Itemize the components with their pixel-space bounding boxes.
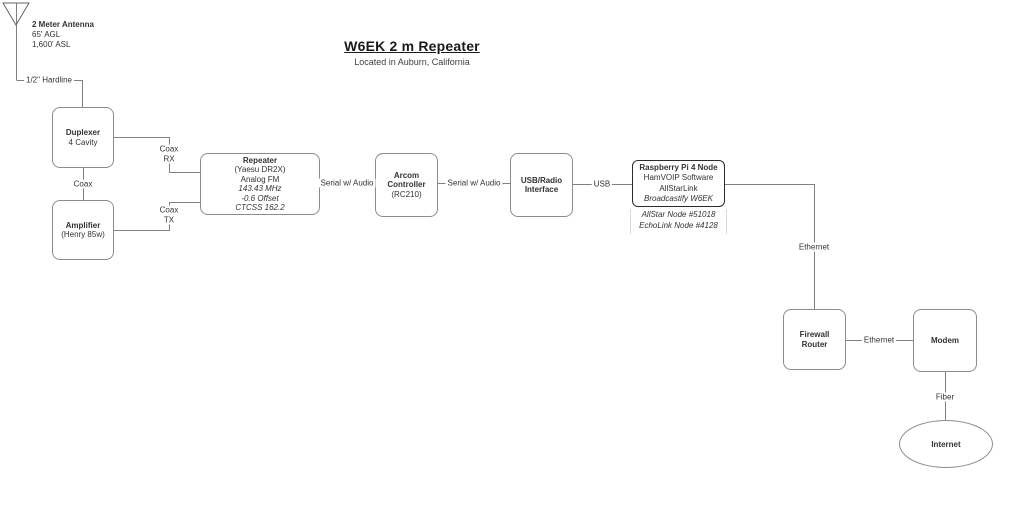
repeater-mode: Analog FM	[240, 174, 280, 184]
node-firewall-router: Firewall Router	[783, 309, 846, 370]
page-subtitle: Located in Auburn, California	[354, 57, 470, 67]
node-internet-cloud: Internet	[899, 420, 993, 468]
repeater-ctcss: CTCSS 162.2	[235, 203, 285, 212]
internet-label: Internet	[931, 439, 961, 449]
antenna-caption: 2 Meter Antenna 65' AGL 1,600' ASL	[32, 20, 94, 50]
label-coax-rx-line2: RX	[163, 154, 175, 163]
repeater-title: Repeater	[242, 155, 278, 165]
node-modem: Modem	[913, 309, 977, 372]
label-fiber: Fiber	[933, 392, 957, 402]
modem-label: Modem	[931, 335, 959, 345]
allstar-node-number: AllStar Node #51018	[641, 210, 716, 219]
label-ethernet-1: Ethernet	[796, 242, 832, 252]
controller-line3: (RC210)	[391, 189, 422, 199]
page-title: W6EK 2 m Repeater	[344, 38, 480, 54]
node-usb-radio-interface: USB/Radio Interface	[510, 153, 573, 217]
amplifier-title: Amplifier	[65, 220, 101, 230]
antenna-name: 2 Meter Antenna	[32, 20, 94, 29]
repeater-frequency: 143.43 MHz	[238, 184, 282, 193]
raspberry-pi-allstarlink: AllStarLink	[659, 183, 698, 193]
node-duplexer: Duplexer 4 Cavity	[52, 107, 114, 168]
node-amplifier: Amplifier (Henry 85w)	[52, 200, 114, 260]
antenna-asl: 1,600' ASL	[32, 40, 71, 49]
label-coax-tx-line1: Coax	[159, 205, 179, 215]
antenna-agl: 65' AGL	[32, 30, 61, 39]
label-coax-tx-line2: TX	[163, 215, 175, 224]
raspberry-pi-software: HamVOIP Software	[643, 173, 714, 182]
firewall-line2: Router	[801, 339, 828, 349]
raspberry-pi-broadcastify: Broadcastify W6EK	[644, 194, 713, 203]
label-serial-audio-1: Serial w/ Audio	[318, 178, 376, 188]
label-hardline: 1/2" Hardline	[24, 75, 74, 85]
usb-interface-line1: USB/Radio	[520, 175, 563, 185]
label-coax-tx: Coax TX	[157, 205, 181, 225]
label-coax-rx-line1: Coax	[159, 144, 179, 154]
duplexer-title: Duplexer	[65, 128, 101, 137]
duplexer-subtitle: 4 Cavity	[68, 137, 98, 147]
controller-line1: Arcom	[393, 170, 420, 180]
title-block: W6EK 2 m Repeater Located in Auburn, Cal…	[344, 38, 480, 67]
label-coax: Coax	[71, 179, 95, 189]
controller-line2: Controller	[387, 180, 426, 190]
node-repeater: Repeater (Yaesu DR2X) Analog FM 143.43 M…	[200, 153, 320, 215]
firewall-line1: Firewall	[799, 330, 830, 339]
amplifier-subtitle: (Henry 85w)	[61, 230, 105, 239]
echolink-node-number: EchoLink Node #4128	[639, 221, 718, 230]
label-usb: USB	[591, 179, 613, 189]
node-arcom-controller: Arcom Controller (RC210)	[375, 153, 438, 217]
label-serial-audio-2: Serial w/ Audio	[445, 178, 503, 188]
repeater-offset: -0.6 Offset	[241, 193, 279, 203]
label-coax-rx: Coax RX	[157, 144, 181, 164]
label-ethernet-2: Ethernet	[861, 335, 897, 345]
node-raspberry-pi: Raspberry Pi 4 Node HamVOIP Software All…	[632, 160, 725, 207]
raspberry-pi-node-numbers: AllStar Node #51018 EchoLink Node #4128	[630, 209, 727, 234]
antenna-icon	[2, 2, 30, 26]
repeater-model: (Yaesu DR2X)	[234, 165, 286, 174]
raspberry-pi-title: Raspberry Pi 4 Node	[639, 162, 718, 172]
usb-interface-line2: Interface	[524, 185, 559, 194]
